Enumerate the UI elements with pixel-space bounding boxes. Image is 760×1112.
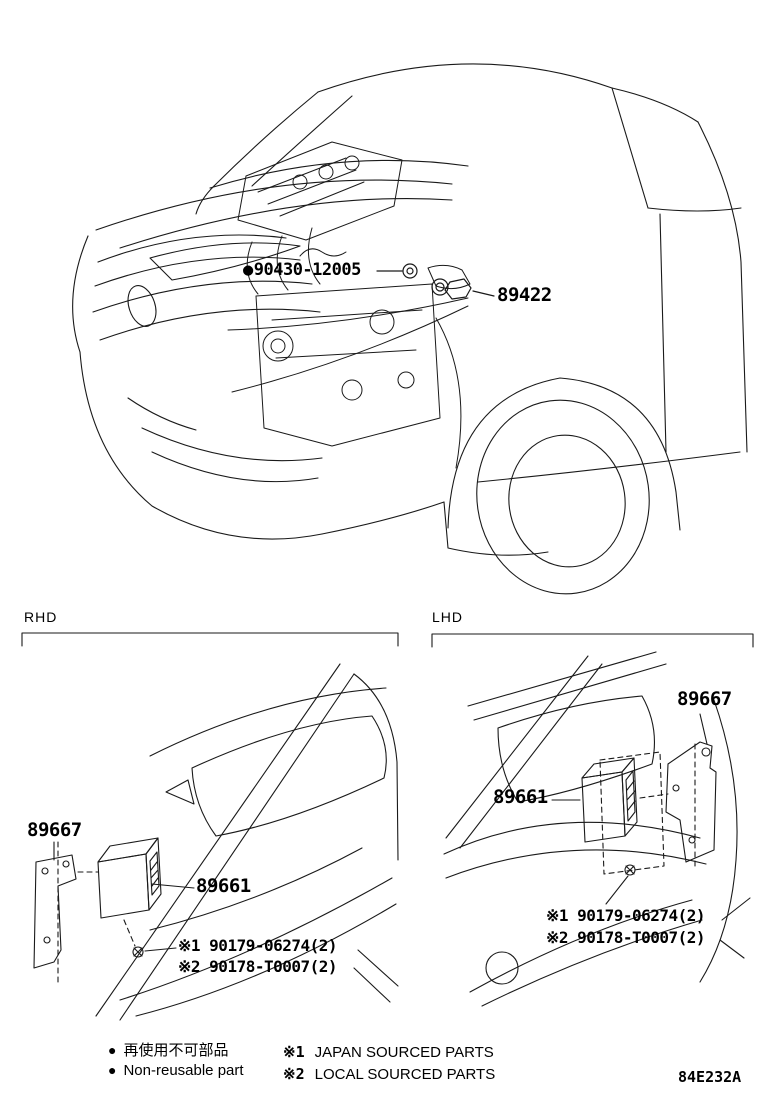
rhd-screw-note-2: ※2 90178-T0007(2)	[178, 957, 338, 976]
note1-marker: ※1	[283, 1043, 305, 1061]
part-label-89422: 89422	[497, 284, 552, 306]
legend-local-sourced: ※2 LOCAL SOURCED PARTS	[283, 1065, 496, 1083]
lhd-screw-note-1: ※1 90179-06274(2)	[546, 906, 706, 925]
lhd-part-label-89667: 89667	[677, 688, 732, 710]
note1-text: JAPAN SOURCED PARTS	[314, 1044, 494, 1061]
legend-en-text: Non-reusable part	[123, 1062, 244, 1079]
rhd-part-label-89661: 89661	[196, 875, 251, 897]
lhd-part-label-89661: 89661	[493, 786, 548, 808]
legend-jp-text: 再使用不可部品	[123, 1042, 229, 1059]
non-reusable-bullet: ●	[243, 260, 253, 280]
legend-japan-sourced: ※1 JAPAN SOURCED PARTS	[283, 1043, 494, 1061]
legend-non-reusable-en: ● Non-reusable part	[108, 1063, 244, 1078]
rhd-vehicle-art	[21, 632, 399, 1021]
figure-code: 84E232A	[678, 1068, 742, 1086]
note2-text: LOCAL SOURCED PARTS	[314, 1066, 496, 1083]
rhd-part-label-89667: 89667	[27, 819, 82, 841]
non-reusable-bullet: ●	[108, 1042, 117, 1058]
note2-marker: ※2	[283, 1065, 305, 1083]
legend-non-reusable-jp: ● 再使用不可部品	[108, 1043, 228, 1058]
vehicle-front-art	[72, 63, 748, 595]
top-fastener-art	[376, 263, 495, 300]
lhd-section-title: LHD	[432, 609, 464, 625]
lhd-screw-note-2: ※2 90178-T0007(2)	[546, 928, 706, 947]
rhd-screw-note-1: ※1 90179-06274(2)	[178, 936, 338, 955]
part-label-90430-12005: ●90430-12005	[243, 262, 361, 279]
engine-art	[227, 141, 471, 469]
non-reusable-bullet: ●	[108, 1062, 117, 1078]
rhd-section-title: RHD	[24, 609, 58, 625]
part-number-90430-12005: 90430-12005	[253, 260, 362, 280]
lhd-vehicle-art	[431, 633, 754, 1007]
